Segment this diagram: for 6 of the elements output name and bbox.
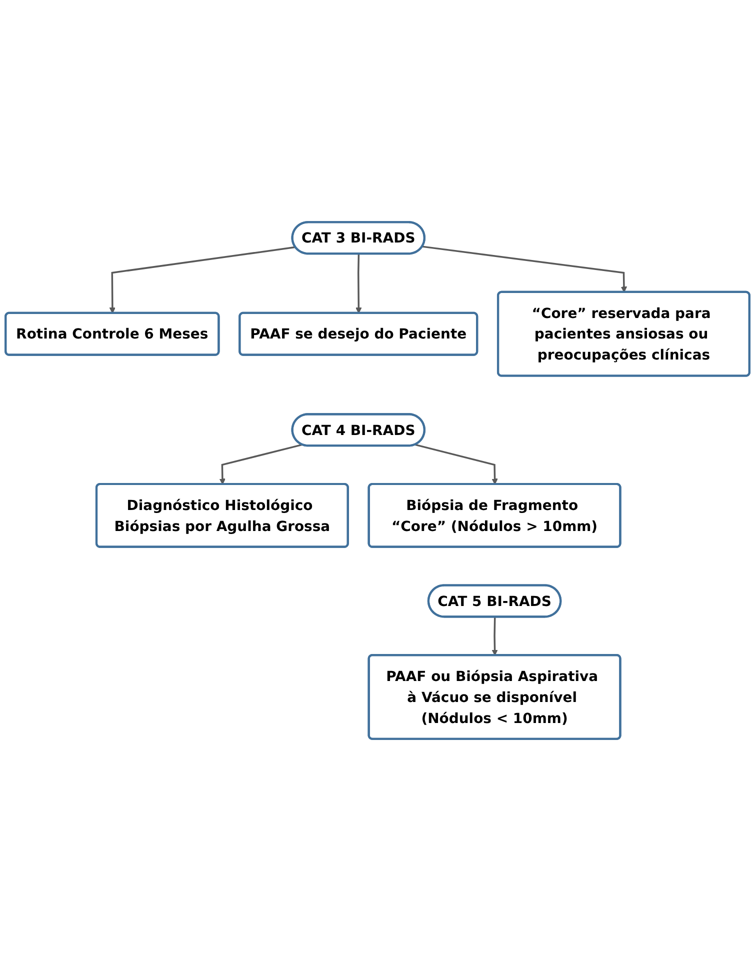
arrow [414, 444, 498, 485]
arrow [422, 246, 628, 293]
arrow [109, 246, 296, 314]
arrow [219, 444, 302, 485]
arrow [356, 254, 362, 314]
arrow [492, 617, 498, 656]
